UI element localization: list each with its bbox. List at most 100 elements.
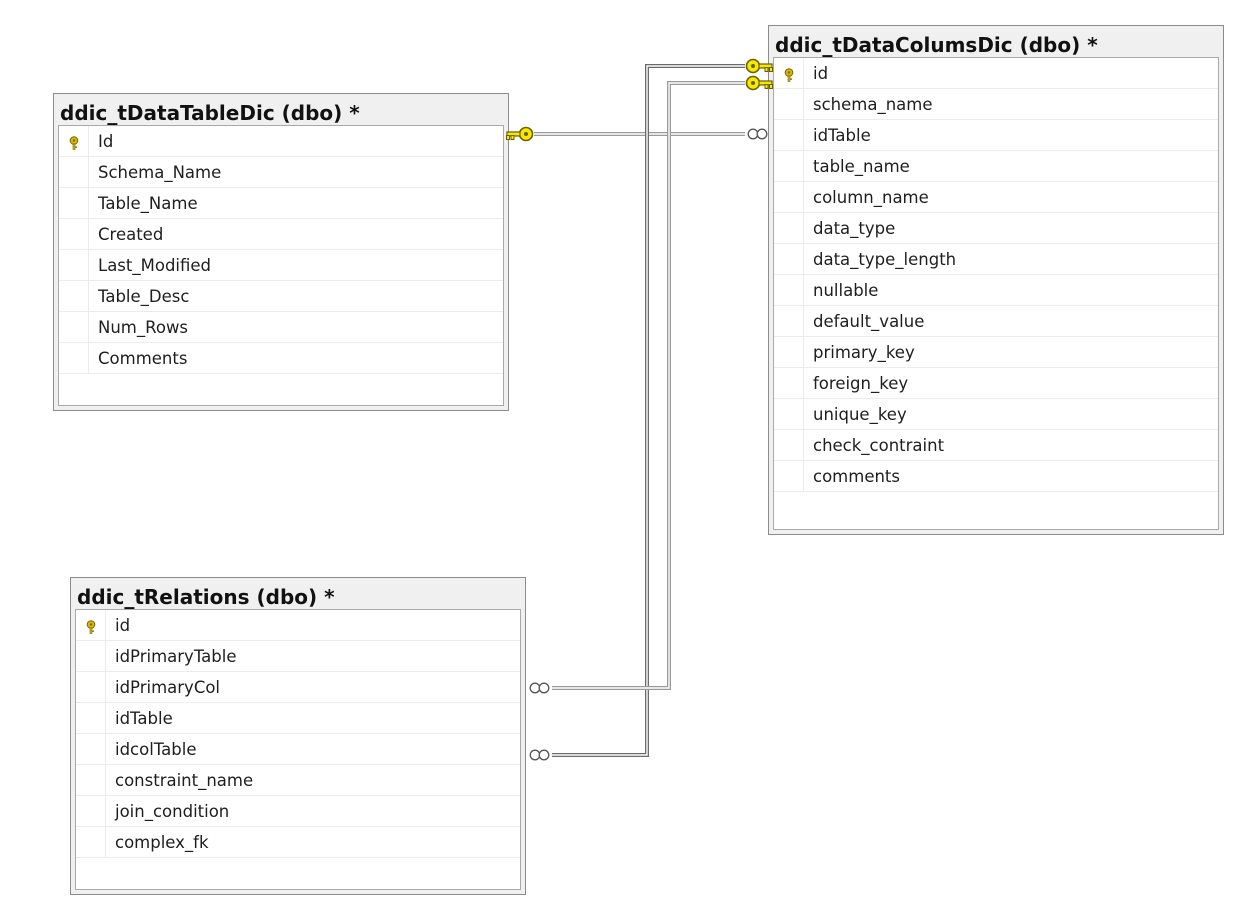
column-row[interactable]: Last_Modified <box>59 250 503 281</box>
row-selector[interactable] <box>76 641 106 671</box>
column-row[interactable]: table_name <box>774 151 1218 182</box>
column-row[interactable]: schema_name <box>774 89 1218 120</box>
table-ddic-trelations[interactable]: ddic_tRelations (dbo) * id idPrimaryTable… <box>70 577 526 895</box>
column-name: idcolTable <box>115 740 197 759</box>
column-name: constraint_name <box>115 771 254 790</box>
column-row[interactable]: join_condition <box>76 796 520 827</box>
relationship-columsdic-relations-idprimarycol[interactable] <box>529 75 774 694</box>
column-row[interactable]: data_type_length <box>774 244 1218 275</box>
column-name: column_name <box>813 188 929 207</box>
infinity-icon <box>747 128 768 140</box>
infinity-icon <box>529 682 550 694</box>
infinity-icon <box>529 749 550 761</box>
relationship-columsdic-relations-idcoltable[interactable] <box>529 58 774 761</box>
column-row[interactable]: id <box>774 58 1218 89</box>
row-selector[interactable] <box>76 796 106 826</box>
column-row[interactable]: Schema_Name <box>59 157 503 188</box>
column-name: Schema_Name <box>98 163 222 182</box>
key-icon <box>505 126 534 142</box>
column-row[interactable]: Id <box>59 126 503 157</box>
row-selector[interactable] <box>59 312 89 342</box>
row-selector[interactable] <box>774 182 804 212</box>
column-name: Comments <box>98 349 188 368</box>
column-row[interactable]: idcolTable <box>76 734 520 765</box>
column-row[interactable]: idPrimaryTable <box>76 641 520 672</box>
column-row[interactable]: foreign_key <box>774 368 1218 399</box>
row-selector[interactable] <box>774 213 804 243</box>
row-selector[interactable] <box>774 430 804 460</box>
column-name: Id <box>98 132 114 151</box>
column-name: Num_Rows <box>98 318 189 337</box>
row-selector[interactable] <box>59 157 89 187</box>
row-selector[interactable] <box>76 703 106 733</box>
column-row[interactable]: complex_fk <box>76 827 520 858</box>
row-selector[interactable] <box>59 188 89 218</box>
column-name: unique_key <box>813 405 907 424</box>
relationship-tabledic-columsdic[interactable] <box>505 126 768 142</box>
column-name: complex_fk <box>115 833 209 852</box>
row-selector[interactable] <box>59 126 89 156</box>
row-selector[interactable] <box>774 306 804 336</box>
column-name: id <box>115 616 131 635</box>
column-row[interactable]: data_type <box>774 213 1218 244</box>
column-name: foreign_key <box>813 374 909 393</box>
column-row[interactable]: Comments <box>59 343 503 374</box>
column-row[interactable]: check_contraint <box>774 430 1218 461</box>
row-selector[interactable] <box>774 151 804 181</box>
table-title[interactable]: ddic_tRelations (dbo) * <box>77 585 335 609</box>
column-name: Table_Name <box>98 194 198 213</box>
column-row[interactable]: primary_key <box>774 337 1218 368</box>
column-row[interactable]: unique_key <box>774 399 1218 430</box>
column-row[interactable]: Table_Desc <box>59 281 503 312</box>
row-selector[interactable] <box>76 827 106 857</box>
column-row[interactable]: default_value <box>774 306 1218 337</box>
row-selector[interactable] <box>76 734 106 764</box>
column-row[interactable]: nullable <box>774 275 1218 306</box>
column-name: table_name <box>813 157 910 176</box>
row-selector[interactable] <box>59 343 89 373</box>
row-selector[interactable] <box>774 399 804 429</box>
column-row[interactable]: Created <box>59 219 503 250</box>
column-row[interactable]: id <box>76 610 520 641</box>
primary-key-icon <box>85 619 97 634</box>
table-ddic-tdatacolumsdic[interactable]: ddic_tDataColumsDic (dbo) * id schema_nam… <box>768 25 1224 535</box>
column-row[interactable]: Table_Name <box>59 188 503 219</box>
column-name: id <box>813 64 829 83</box>
column-row[interactable]: comments <box>774 461 1218 492</box>
table-title[interactable]: ddic_tDataTableDic (dbo) * <box>60 101 360 125</box>
column-row[interactable]: idTable <box>76 703 520 734</box>
row-selector[interactable] <box>774 337 804 367</box>
column-row[interactable]: idPrimaryCol <box>76 672 520 703</box>
column-list: id idPrimaryTable idPrimaryCol idTable idcol… <box>76 610 520 858</box>
row-selector[interactable] <box>774 58 804 88</box>
row-selector[interactable] <box>774 89 804 119</box>
column-name: primary_key <box>813 343 915 362</box>
row-selector[interactable] <box>76 610 106 640</box>
column-name: idPrimaryCol <box>115 678 221 697</box>
column-row[interactable]: idTable <box>774 120 1218 151</box>
column-row[interactable]: column_name <box>774 182 1218 213</box>
column-name: Created <box>98 225 164 244</box>
row-selector[interactable] <box>774 120 804 150</box>
row-selector[interactable] <box>59 219 89 249</box>
column-name: nullable <box>813 281 879 300</box>
row-selector[interactable] <box>774 368 804 398</box>
row-selector[interactable] <box>59 250 89 280</box>
row-selector[interactable] <box>76 672 106 702</box>
primary-key-icon <box>783 67 795 82</box>
row-selector[interactable] <box>774 275 804 305</box>
column-name: idPrimaryTable <box>115 647 237 666</box>
table-title[interactable]: ddic_tDataColumsDic (dbo) * <box>775 33 1098 57</box>
column-row[interactable]: constraint_name <box>76 765 520 796</box>
column-row[interactable]: Num_Rows <box>59 312 503 343</box>
column-name: idTable <box>115 709 173 728</box>
row-selector[interactable] <box>774 461 804 491</box>
row-selector[interactable] <box>59 281 89 311</box>
row-selector[interactable] <box>76 765 106 795</box>
row-selector[interactable] <box>774 244 804 274</box>
